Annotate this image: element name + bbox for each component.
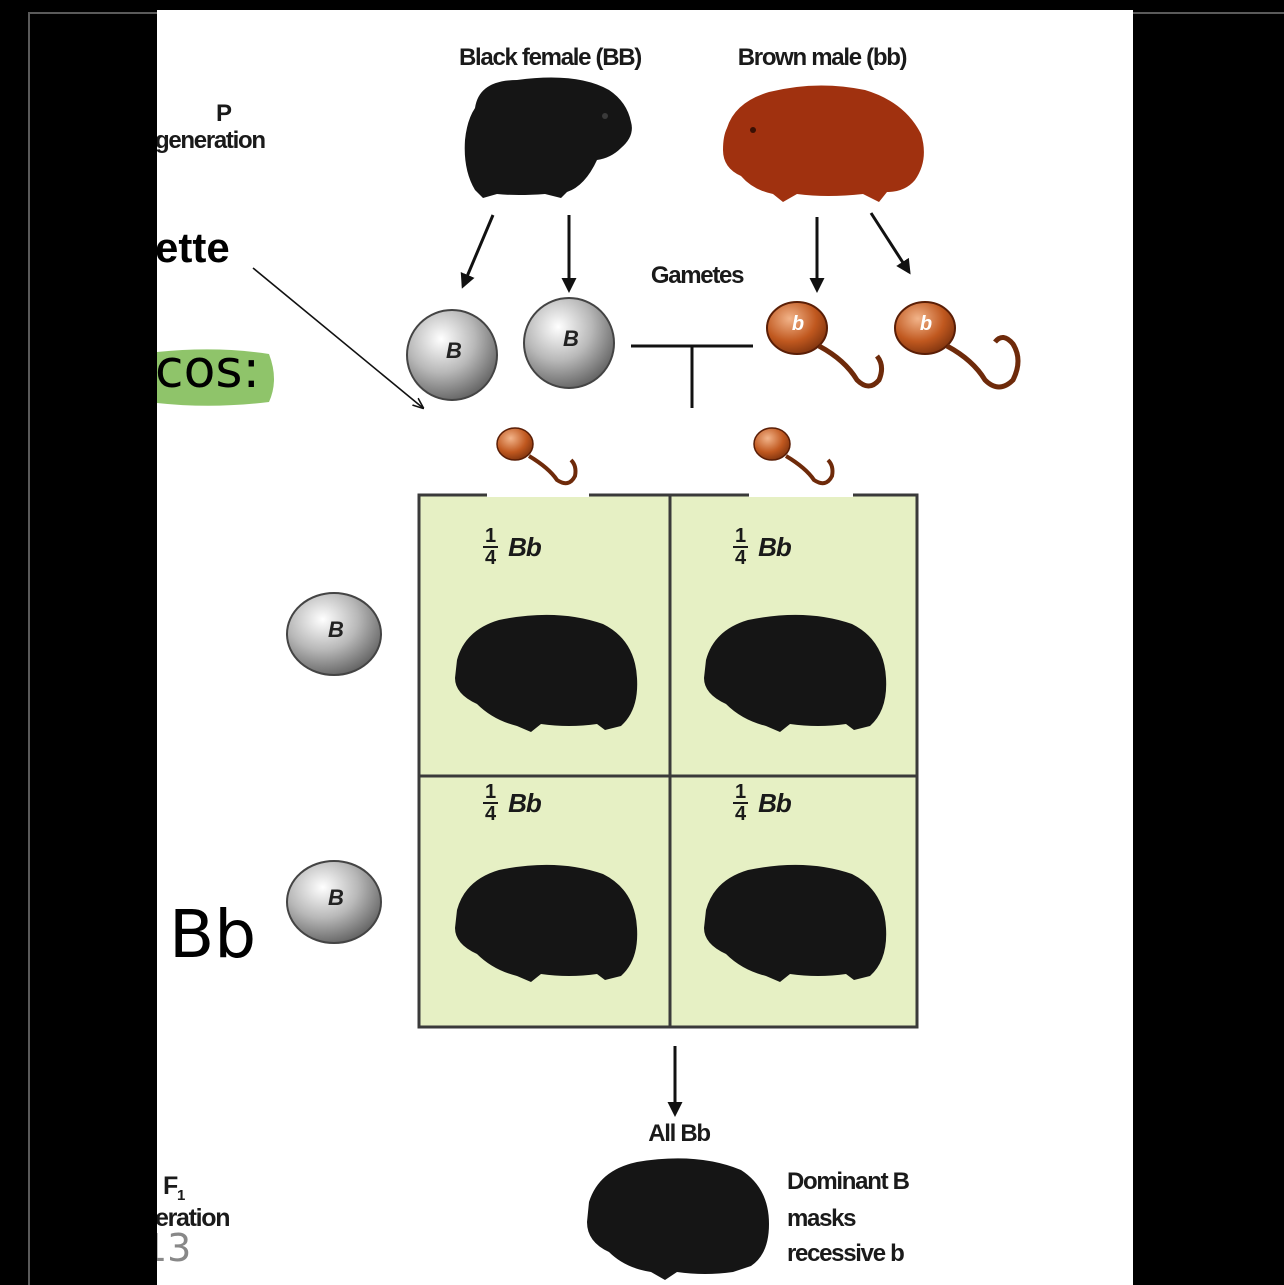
arrow-female-left bbox=[460, 214, 495, 289]
egg-gamete bbox=[406, 309, 498, 401]
black-female-guinea-pig bbox=[464, 77, 632, 198]
dominant-label-line3: recessive b bbox=[787, 1240, 905, 1267]
brown-male-guinea-pig bbox=[723, 85, 924, 202]
partial-page-number: 13 bbox=[157, 1226, 192, 1270]
egg-letter: B bbox=[563, 326, 579, 351]
arrow-male-right bbox=[869, 212, 911, 275]
brown-male-label: Brown male (bb) bbox=[737, 44, 908, 71]
egg-gamete-row bbox=[286, 860, 382, 944]
punnett-text-fragment: ette bbox=[157, 224, 230, 271]
offspring-guinea-pig bbox=[455, 864, 638, 982]
figure-panel: B B b b B B Black female (BB) Brown male… bbox=[157, 10, 1133, 1285]
p-generation-label: generation bbox=[157, 127, 266, 154]
gametes-label: Gametes bbox=[650, 262, 745, 289]
f1-label-f: F1 bbox=[163, 1172, 185, 1204]
sperm-letter: b bbox=[791, 313, 805, 335]
cos-text-fragment: cos: bbox=[157, 340, 261, 400]
sperm-gamete-small bbox=[496, 427, 578, 486]
offspring-guinea-pig bbox=[455, 614, 638, 732]
egg-letter: B bbox=[328, 885, 344, 910]
black-female-label: Black female (BB) bbox=[459, 44, 642, 71]
offspring-guinea-pig bbox=[704, 864, 887, 982]
f1-generation-label: eration bbox=[157, 1204, 231, 1232]
bb-text-fragment: Bb bbox=[169, 896, 257, 973]
egg-gamete bbox=[523, 297, 615, 389]
sperm-letter: b bbox=[919, 313, 933, 335]
all-bb-label: All Bb bbox=[648, 1120, 711, 1147]
dominant-label-line2: masks bbox=[787, 1205, 857, 1232]
punnett-pointer-arrow bbox=[252, 267, 423, 408]
cross-diagram-graphics bbox=[157, 77, 1021, 1280]
sperm-gamete-small bbox=[753, 427, 835, 486]
dominant-label-line1: Dominant B bbox=[787, 1168, 910, 1195]
egg-letter: B bbox=[328, 617, 344, 642]
sperm-gamete bbox=[894, 301, 1021, 390]
egg-gamete-row bbox=[286, 592, 382, 676]
sperm-gamete bbox=[766, 301, 885, 389]
f1-guinea-pig bbox=[587, 1158, 769, 1280]
offspring-guinea-pig bbox=[704, 614, 887, 732]
highlight-mark bbox=[157, 349, 274, 406]
egg-letter: B bbox=[446, 338, 462, 363]
p-generation-p: P bbox=[216, 100, 232, 127]
